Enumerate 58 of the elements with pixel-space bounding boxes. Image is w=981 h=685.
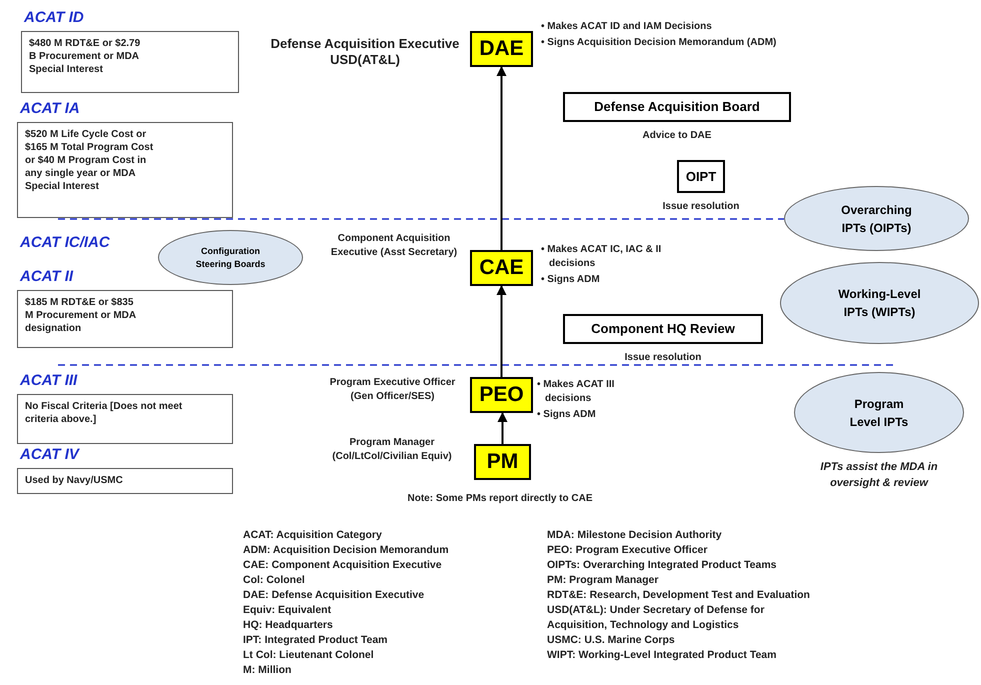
bullet-item: • Signs ADM bbox=[537, 408, 597, 422]
criteria-text: $480 M RDT&E or $2.79 B Procurement or MDA Special Interest bbox=[29, 37, 141, 76]
ellipse-node: Program Level IPTs bbox=[794, 372, 964, 453]
glossary-entry: WIPT: Working-Level Integrated Product Team bbox=[547, 648, 778, 663]
glossary-entry: ACAT: Acquisition Category bbox=[243, 528, 383, 543]
glossary-entry: CAE: Component Acquisition Executive bbox=[243, 558, 443, 573]
note-text: Note: Some PMs report directly to CAE bbox=[406, 492, 594, 506]
glossary-entry: USD(AT&L): Under Secretary of Defense for Acquisition, Technology and Logistics bbox=[547, 603, 766, 633]
official-title: Component Acquisition Executive (Asst Secretary) bbox=[330, 232, 458, 260]
criteria-text: No Fiscal Criteria [Does not meet criteria above.] bbox=[25, 400, 184, 426]
official-title: Defense Acquisition Executive USD(AT&L) bbox=[270, 36, 460, 68]
glossary-entry: Lt Col: Lieutenant Colonel bbox=[243, 648, 375, 663]
ellipse-caption: IPTs assist the MDA in oversight & review bbox=[819, 460, 939, 491]
bullet-item: • Makes ACAT ID and IAM Decisions bbox=[541, 20, 713, 34]
criteria-text: Used by Navy/USMC bbox=[25, 474, 124, 487]
arrow bbox=[496, 285, 506, 377]
glossary-entry: OIPTs: Overarching Integrated Product Teams bbox=[547, 558, 778, 573]
glossary-entry: DAE: Defense Acquisition Executive bbox=[243, 588, 426, 603]
category-heading: ACAT IA bbox=[20, 99, 80, 119]
criteria-text: $520 M Life Cycle Cost or $165 M Total Program Cost or $40 M Program Cost in any single year or MDA Special Interest bbox=[25, 128, 154, 193]
forum-caption: Issue resolution bbox=[624, 351, 702, 365]
criteria-text: $185 M RDT&E or $835 M Procurement or MDA designation bbox=[25, 296, 137, 335]
official-box: PEO bbox=[470, 377, 533, 413]
forum-box: Defense Acquisition Board bbox=[563, 92, 791, 122]
glossary-entry: ADM: Acquisition Decision Memorandum bbox=[243, 543, 450, 558]
ellipse-node: Working-Level IPTs (WIPTs) bbox=[780, 262, 979, 344]
bullet-item: • Signs Acquisition Decision Memorandum (ADM) bbox=[541, 36, 778, 50]
forum-box: OIPT bbox=[677, 160, 725, 193]
category-heading: ACAT III bbox=[20, 371, 78, 391]
forum-box: Component HQ Review bbox=[563, 314, 763, 344]
forum-caption: Issue resolution bbox=[662, 200, 740, 214]
category-heading: ACAT IC/IAC bbox=[20, 233, 110, 253]
arrow bbox=[498, 412, 508, 444]
glossary-entry: PEO: Program Executive Officer bbox=[547, 543, 708, 558]
ellipse-node: Overarching IPTs (OIPTs) bbox=[784, 186, 969, 251]
glossary-entry: M: Million bbox=[243, 663, 292, 678]
glossary-entry: HQ: Headquarters bbox=[243, 618, 334, 633]
bullet-item: • Makes ACAT IC, IAC & II decisions bbox=[541, 243, 662, 271]
official-box: DAE bbox=[470, 31, 533, 67]
ellipse-node: Configuration Steering Boards bbox=[158, 230, 303, 285]
glossary-entry: Equiv: Equivalent bbox=[243, 603, 332, 618]
glossary-entry: Col: Colonel bbox=[243, 573, 306, 588]
glossary-entry: RDT&E: Research, Development Test and Evaluation bbox=[547, 588, 811, 603]
bullet-item: • Signs ADM bbox=[541, 273, 601, 287]
category-heading: ACAT IV bbox=[20, 445, 79, 465]
official-box: CAE bbox=[470, 250, 533, 286]
glossary-entry: IPT: Integrated Product Team bbox=[243, 633, 388, 648]
category-heading: ACAT II bbox=[20, 267, 74, 287]
glossary-entry: PM: Program Manager bbox=[547, 573, 660, 588]
official-title: Program Manager (Col/LtCol/Civilian Equiv) bbox=[331, 436, 453, 464]
arrow bbox=[496, 66, 506, 250]
bullet-item: • Makes ACAT III decisions bbox=[537, 378, 616, 406]
official-title: Program Executive Officer (Gen Officer/SES) bbox=[328, 376, 456, 404]
glossary-entry: USMC: U.S. Marine Corps bbox=[547, 633, 676, 648]
glossary-entry: MDA: Milestone Decision Authority bbox=[547, 528, 723, 543]
forum-caption: Advice to DAE bbox=[642, 129, 712, 143]
official-box: PM bbox=[474, 444, 531, 480]
category-heading: ACAT ID bbox=[24, 8, 84, 28]
